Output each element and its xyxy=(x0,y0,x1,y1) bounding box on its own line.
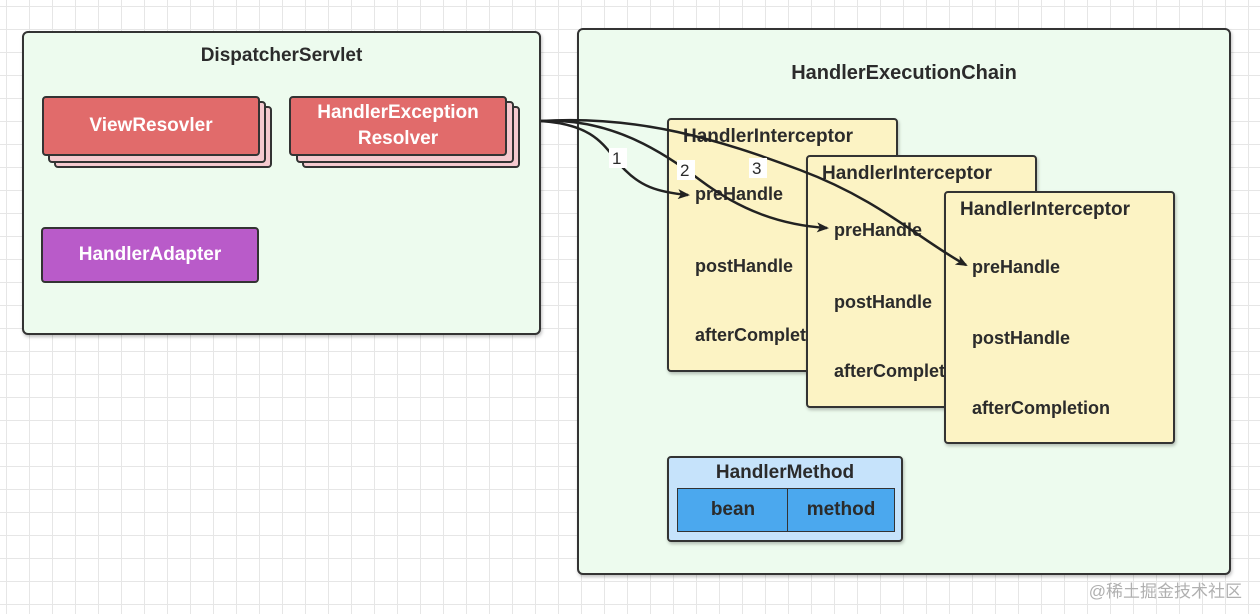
handler-adapter-label: HandlerAdapter xyxy=(78,244,222,265)
view-resolver-label: ViewResovler xyxy=(89,115,213,136)
handler-method-method-cell[interactable]: method xyxy=(787,488,895,532)
arrow-step-3 xyxy=(540,118,968,267)
arrow-step-2-label: 2 xyxy=(680,161,689,180)
handler-method-title: HandlerMethod xyxy=(715,462,855,483)
arrow-step-3-label: 3 xyxy=(752,159,761,178)
interceptor-3-posthandle: postHandle xyxy=(972,328,1071,348)
interceptor-3-prehandle: preHandle xyxy=(972,257,1061,277)
dispatcher-servlet-title: DispatcherServlet xyxy=(200,45,363,66)
dispatcher-servlet-container: DispatcherServlet xyxy=(22,31,541,335)
view-resolver-node[interactable]: ViewResovler xyxy=(42,96,260,156)
interceptor-1-prehandle: preHandle xyxy=(695,184,784,204)
interceptor-3[interactable]: HandlerInterceptor preHandle postHandle … xyxy=(944,191,1175,444)
arrow-step-1 xyxy=(540,119,690,200)
handler-adapter-node[interactable]: HandlerAdapter xyxy=(41,227,259,283)
interceptor-2-title: HandlerInterceptor xyxy=(822,163,992,184)
arrow-step-1-label: 1 xyxy=(612,149,621,168)
interceptor-1-aftercompletion: afterCompletion xyxy=(695,325,834,345)
arrow-step-3-label-bg xyxy=(749,158,767,178)
interceptor-1-title: HandlerInterceptor xyxy=(683,126,853,147)
arrow-step-1-label-bg xyxy=(609,148,627,168)
handler-method-box[interactable]: HandlerMethod bean method xyxy=(667,456,903,542)
interceptor-2-aftercompletion: afterCompletion xyxy=(834,361,973,381)
watermark: @稀土掘金技术社区 xyxy=(1088,582,1242,601)
exception-resolver-label: HandlerException Resolver xyxy=(317,102,479,149)
arrow-step-2 xyxy=(540,119,829,233)
interceptor-3-title: HandlerInterceptor xyxy=(960,199,1130,220)
exception-resolver-node[interactable]: HandlerException Resolver xyxy=(289,96,507,156)
interceptor-3-aftercompletion: afterCompletion xyxy=(972,398,1111,418)
arrow-step-2-label-bg xyxy=(677,160,695,180)
handler-execution-chain-title: HandlerExecutionChain xyxy=(791,62,1017,84)
handler-method-bean-cell[interactable]: bean xyxy=(677,488,789,532)
interceptor-2-posthandle: postHandle xyxy=(834,292,933,312)
interceptor-2-prehandle: preHandle xyxy=(834,220,923,240)
interceptor-1-posthandle: postHandle xyxy=(695,256,794,276)
